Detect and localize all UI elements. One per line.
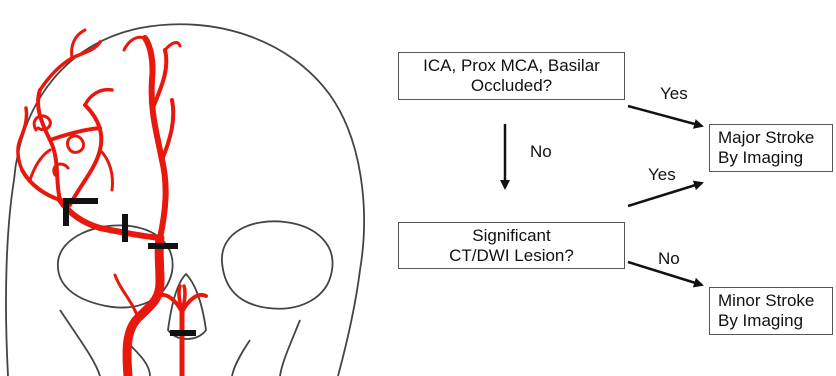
yes-label-occlusion: Yes [660,84,688,104]
major-stroke-box: Major Stroke By Imaging [709,124,833,172]
minor-stroke-line2: By Imaging [718,311,832,331]
question-lesion-box: Significant CT/DWI Lesion? [398,222,625,269]
major-stroke-line1: Major Stroke [718,128,832,148]
no-label-occlusion: No [530,142,552,162]
arrow-q2-to-major [628,183,702,206]
question-lesion-line1: Significant [399,226,624,246]
question-lesion-line2: CT/DWI Lesion? [399,246,624,266]
arrow-q1-to-major [628,106,702,126]
question-occlusion-line2: Occluded? [399,76,624,96]
major-stroke-line2: By Imaging [718,148,832,168]
minor-stroke-line1: Minor Stroke [718,291,832,311]
question-occlusion-line1: ICA, Prox MCA, Basilar [399,56,624,76]
no-label-lesion: No [658,249,680,269]
question-occlusion-box: ICA, Prox MCA, Basilar Occluded? [398,52,625,100]
minor-stroke-box: Minor Stroke By Imaging [709,287,833,335]
yes-label-lesion: Yes [648,165,676,185]
